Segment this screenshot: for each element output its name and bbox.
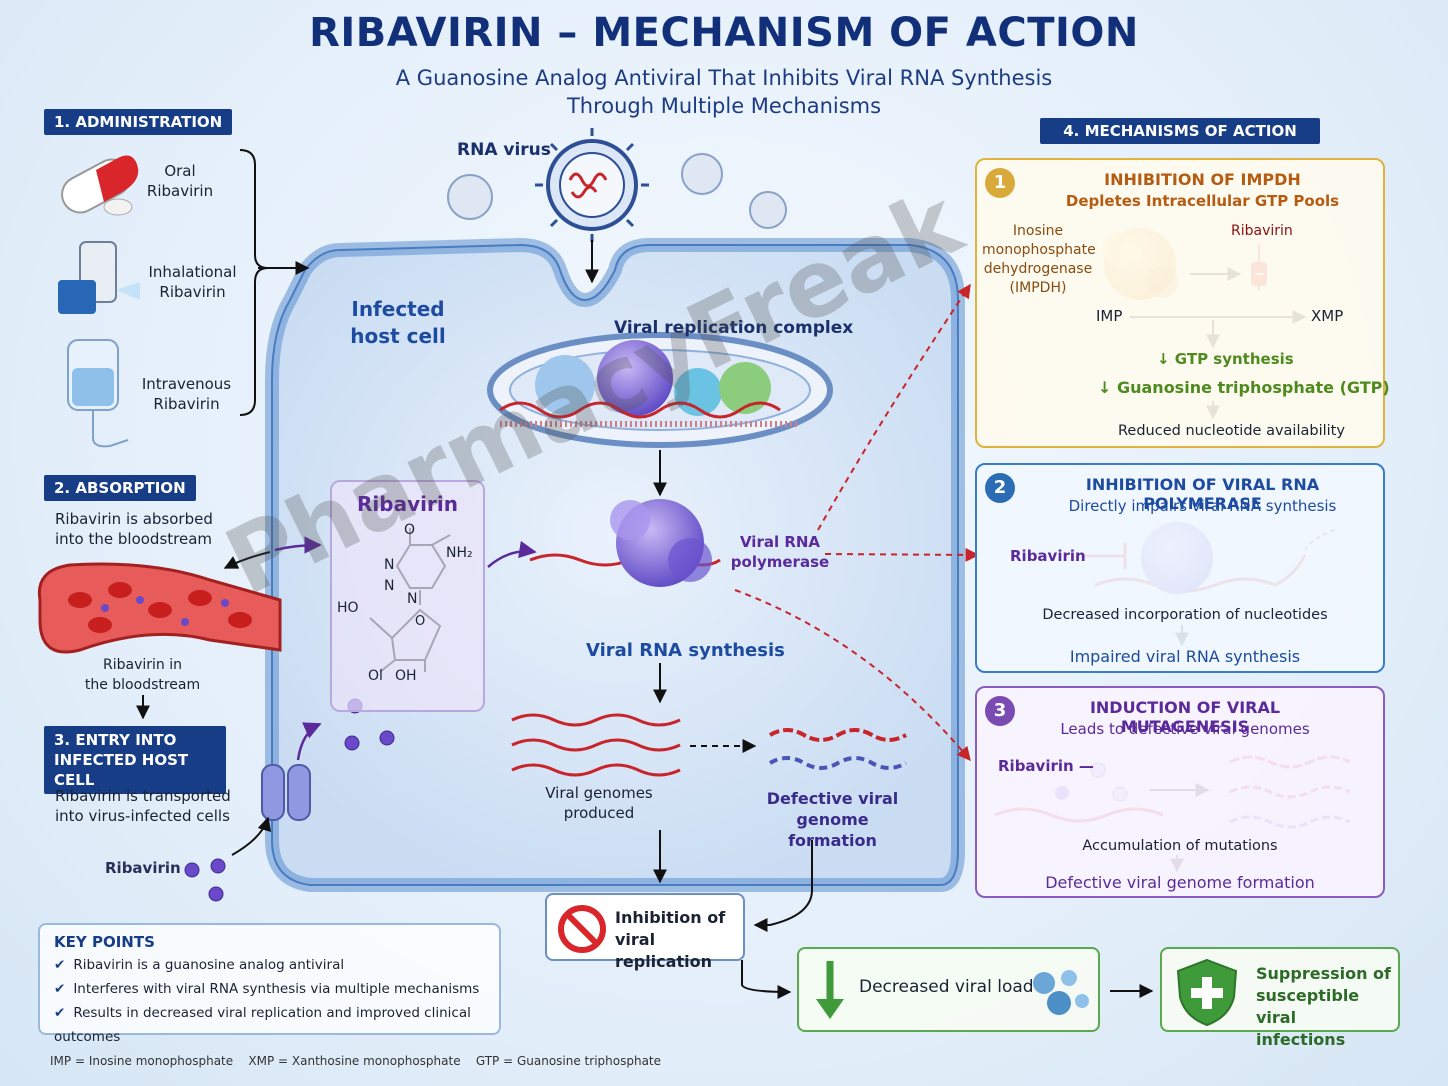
xmp-label: XMP [1311, 307, 1344, 325]
reduced-nucleotide-label: Reduced nucleotide availability [1118, 423, 1345, 439]
key-point-item: ✔Results in decreased viral replication … [54, 1005, 471, 1045]
ribavirin-structure-title: Ribavirin [357, 492, 458, 516]
virus-cluster-icon [1033, 970, 1089, 1015]
mechanism-2-title: INHIBITION OF VIRAL RNA POLYMERASE [1085, 475, 1320, 513]
absorption-header: 2. ABSORPTION [44, 475, 196, 501]
imp-label: IMP [1096, 307, 1123, 325]
shield-icon [1176, 958, 1238, 1027]
check-icon: ✔ [54, 981, 66, 997]
administration-header: 1. ADMINISTRATION [44, 109, 233, 135]
gtp-label: ↓ Guanosine triphosphate (GTP) [1098, 378, 1390, 397]
rna-virus-main [535, 128, 649, 242]
replication-complex-label: Viral replication complex [614, 318, 854, 338]
down-arrow-icon [816, 961, 844, 1019]
viral-rna-polymerase [529, 499, 721, 587]
mechanism-2-number: 2 [985, 473, 1015, 503]
key-points-header: KEY POINTS [54, 933, 155, 951]
decreased-load-label: Decreased viral load [859, 977, 1034, 997]
key-point-item: ✔Interferes with viral RNA synthesis via… [54, 981, 480, 997]
gtp-synthesis-label: ↓ GTP synthesis [1157, 350, 1294, 368]
membrane-transporter [261, 764, 311, 821]
atom-o2: O [415, 614, 426, 629]
decreased-incorporation-label: Decreased incorporation of nucleotides [1042, 607, 1328, 623]
atom-nh2: NH₂ [446, 545, 473, 561]
m2-ribavirin-label: Ribavirin [1010, 547, 1086, 565]
mechanism-1-subtitle: Depletes Intracellular GTP Pools [1065, 192, 1340, 210]
check-icon: ✔ [54, 957, 66, 973]
mechanism-1-number: 1 [985, 168, 1015, 198]
key-point-item: ✔Ribavirin is a guanosine analog antivir… [54, 957, 345, 973]
check-icon: ✔ [54, 1005, 66, 1021]
inhaler-icon [58, 241, 140, 314]
accumulation-label: Accumulation of mutations [1082, 838, 1278, 854]
rna-virus-label: RNA virus [457, 140, 551, 160]
atom-n1: N [384, 557, 395, 573]
blood-vessel [37, 562, 282, 654]
mechanisms-header: 4. MECHANISMS OF ACTION [1040, 118, 1320, 144]
replication-complex [487, 332, 833, 448]
m1-ribavirin-label: Ribavirin [1231, 223, 1293, 239]
footnote: IMP = Inosine monophosphate XMP = Xantho… [50, 1054, 662, 1068]
iv-bag-icon [67, 339, 129, 448]
impaired-synthesis-label: Impaired viral RNA synthesis [1069, 647, 1301, 666]
atom-oh2: OH [395, 668, 417, 684]
page-subtitle: A Guanosine Analog Antiviral That Inhibi… [395, 66, 1053, 118]
mechanism-1-title: INHIBITION OF IMPDH [1104, 170, 1301, 189]
m3-defective-label: Defective viral genome formation [1045, 873, 1315, 892]
ribavirin-molecules [184, 698, 395, 902]
prohibited-icon [558, 905, 606, 953]
key-points-box: KEY POINTS ✔Ribavirin is a guanosine ana… [38, 923, 501, 1045]
mechanism-3-title: INDUCTION OF VIRAL MUTAGENESIS [1089, 698, 1281, 736]
m3-ribavirin-label: Ribavirin — [998, 757, 1094, 775]
mechanism-3-box [975, 686, 1385, 898]
atom-n3: N [407, 591, 418, 607]
defective-genomes [768, 728, 908, 770]
rna-virus-small [447, 153, 787, 229]
page-title: RIBAVIRIN – MECHANISM OF ACTION [309, 10, 1139, 56]
atom-n2: N [384, 578, 395, 594]
entry-ribavirin-label: Ribavirin [105, 859, 181, 877]
atom-ho: HO [337, 600, 359, 616]
rna-synthesis-label: Viral RNA synthesis [586, 640, 785, 661]
atom-o: O [404, 522, 416, 538]
mechanism-3-number: 3 [985, 696, 1015, 726]
oral-capsule-icon [61, 155, 139, 216]
atom-oh1: Ol [368, 668, 383, 684]
ribavirin-structure-box: Ribavirin [330, 480, 485, 712]
mechanism-1-box [975, 158, 1385, 448]
mechanism-2-subtitle: Directly impairs viral RNA synthesis [1068, 497, 1337, 515]
viral-genomes [511, 713, 681, 777]
decreased-load-box: Decreased viral load [797, 947, 1100, 1032]
mechanism-3-subtitle: Leads to defective viral genomes [1060, 720, 1310, 738]
mechanism-2-box [975, 463, 1385, 673]
